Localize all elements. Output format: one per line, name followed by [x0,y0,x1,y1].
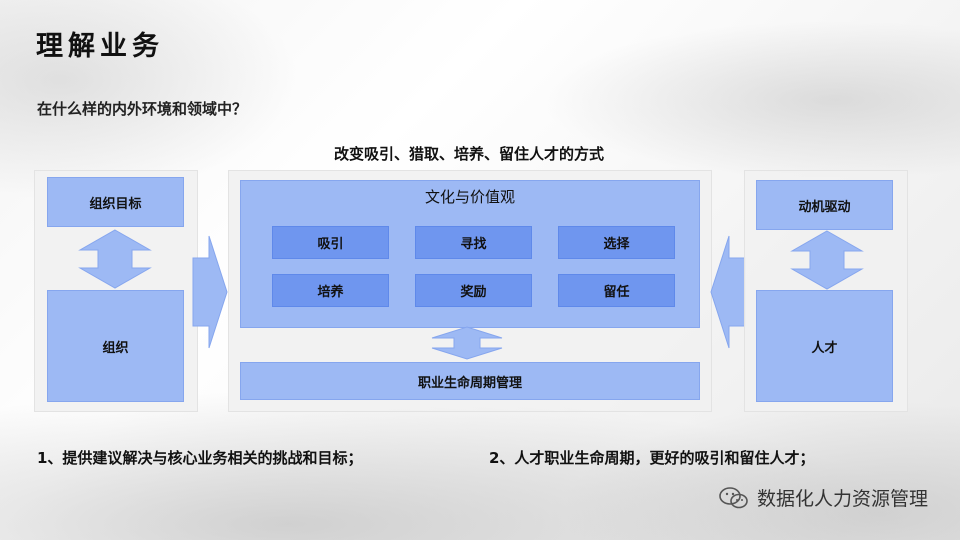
right-arrow-left-to-center [192,235,228,349]
left-arrow-right-to-center [710,235,746,349]
develop-box: 培养 [272,274,389,307]
ink-wash-bottom-right [560,400,960,540]
motivation-box: 动机驱动 [756,180,893,230]
career-lifecycle-box: 职业生命周期管理 [240,362,700,400]
left-double-arrow [78,229,152,289]
diagram-heading: 改变吸引、猎取、培养、留住人才的方式 [333,145,604,163]
center-double-arrow [431,326,503,360]
point-one: 1、提供建议解决与核心业务相关的挑战和目标； [37,449,363,467]
culture-values-title: 文化与价值观 [424,188,515,206]
talent-box: 人才 [756,290,893,402]
select-box: 选择 [558,226,675,259]
attract-box: 吸引 [272,226,389,259]
search-box: 寻找 [415,226,532,259]
point-two: 2、人才职业生命周期，更好的吸引和留住人才； [489,449,815,467]
ink-wash-top-right [540,20,960,180]
watermark-text: 数据化人力资源管理 [756,488,928,510]
page-title: 理解业务 [36,31,164,62]
right-double-arrow [790,230,864,290]
wechat-icon [719,486,748,508]
retain-box: 留任 [558,274,675,307]
organization-box: 组织 [47,290,184,402]
org-goal-box: 组织目标 [47,177,184,227]
ink-wash-top-left [0,0,300,200]
page-subtitle: 在什么样的内外环境和领域中？ [37,100,248,118]
reward-box: 奖励 [415,274,532,307]
watermark: 数据化人力资源管理 [719,484,928,511]
